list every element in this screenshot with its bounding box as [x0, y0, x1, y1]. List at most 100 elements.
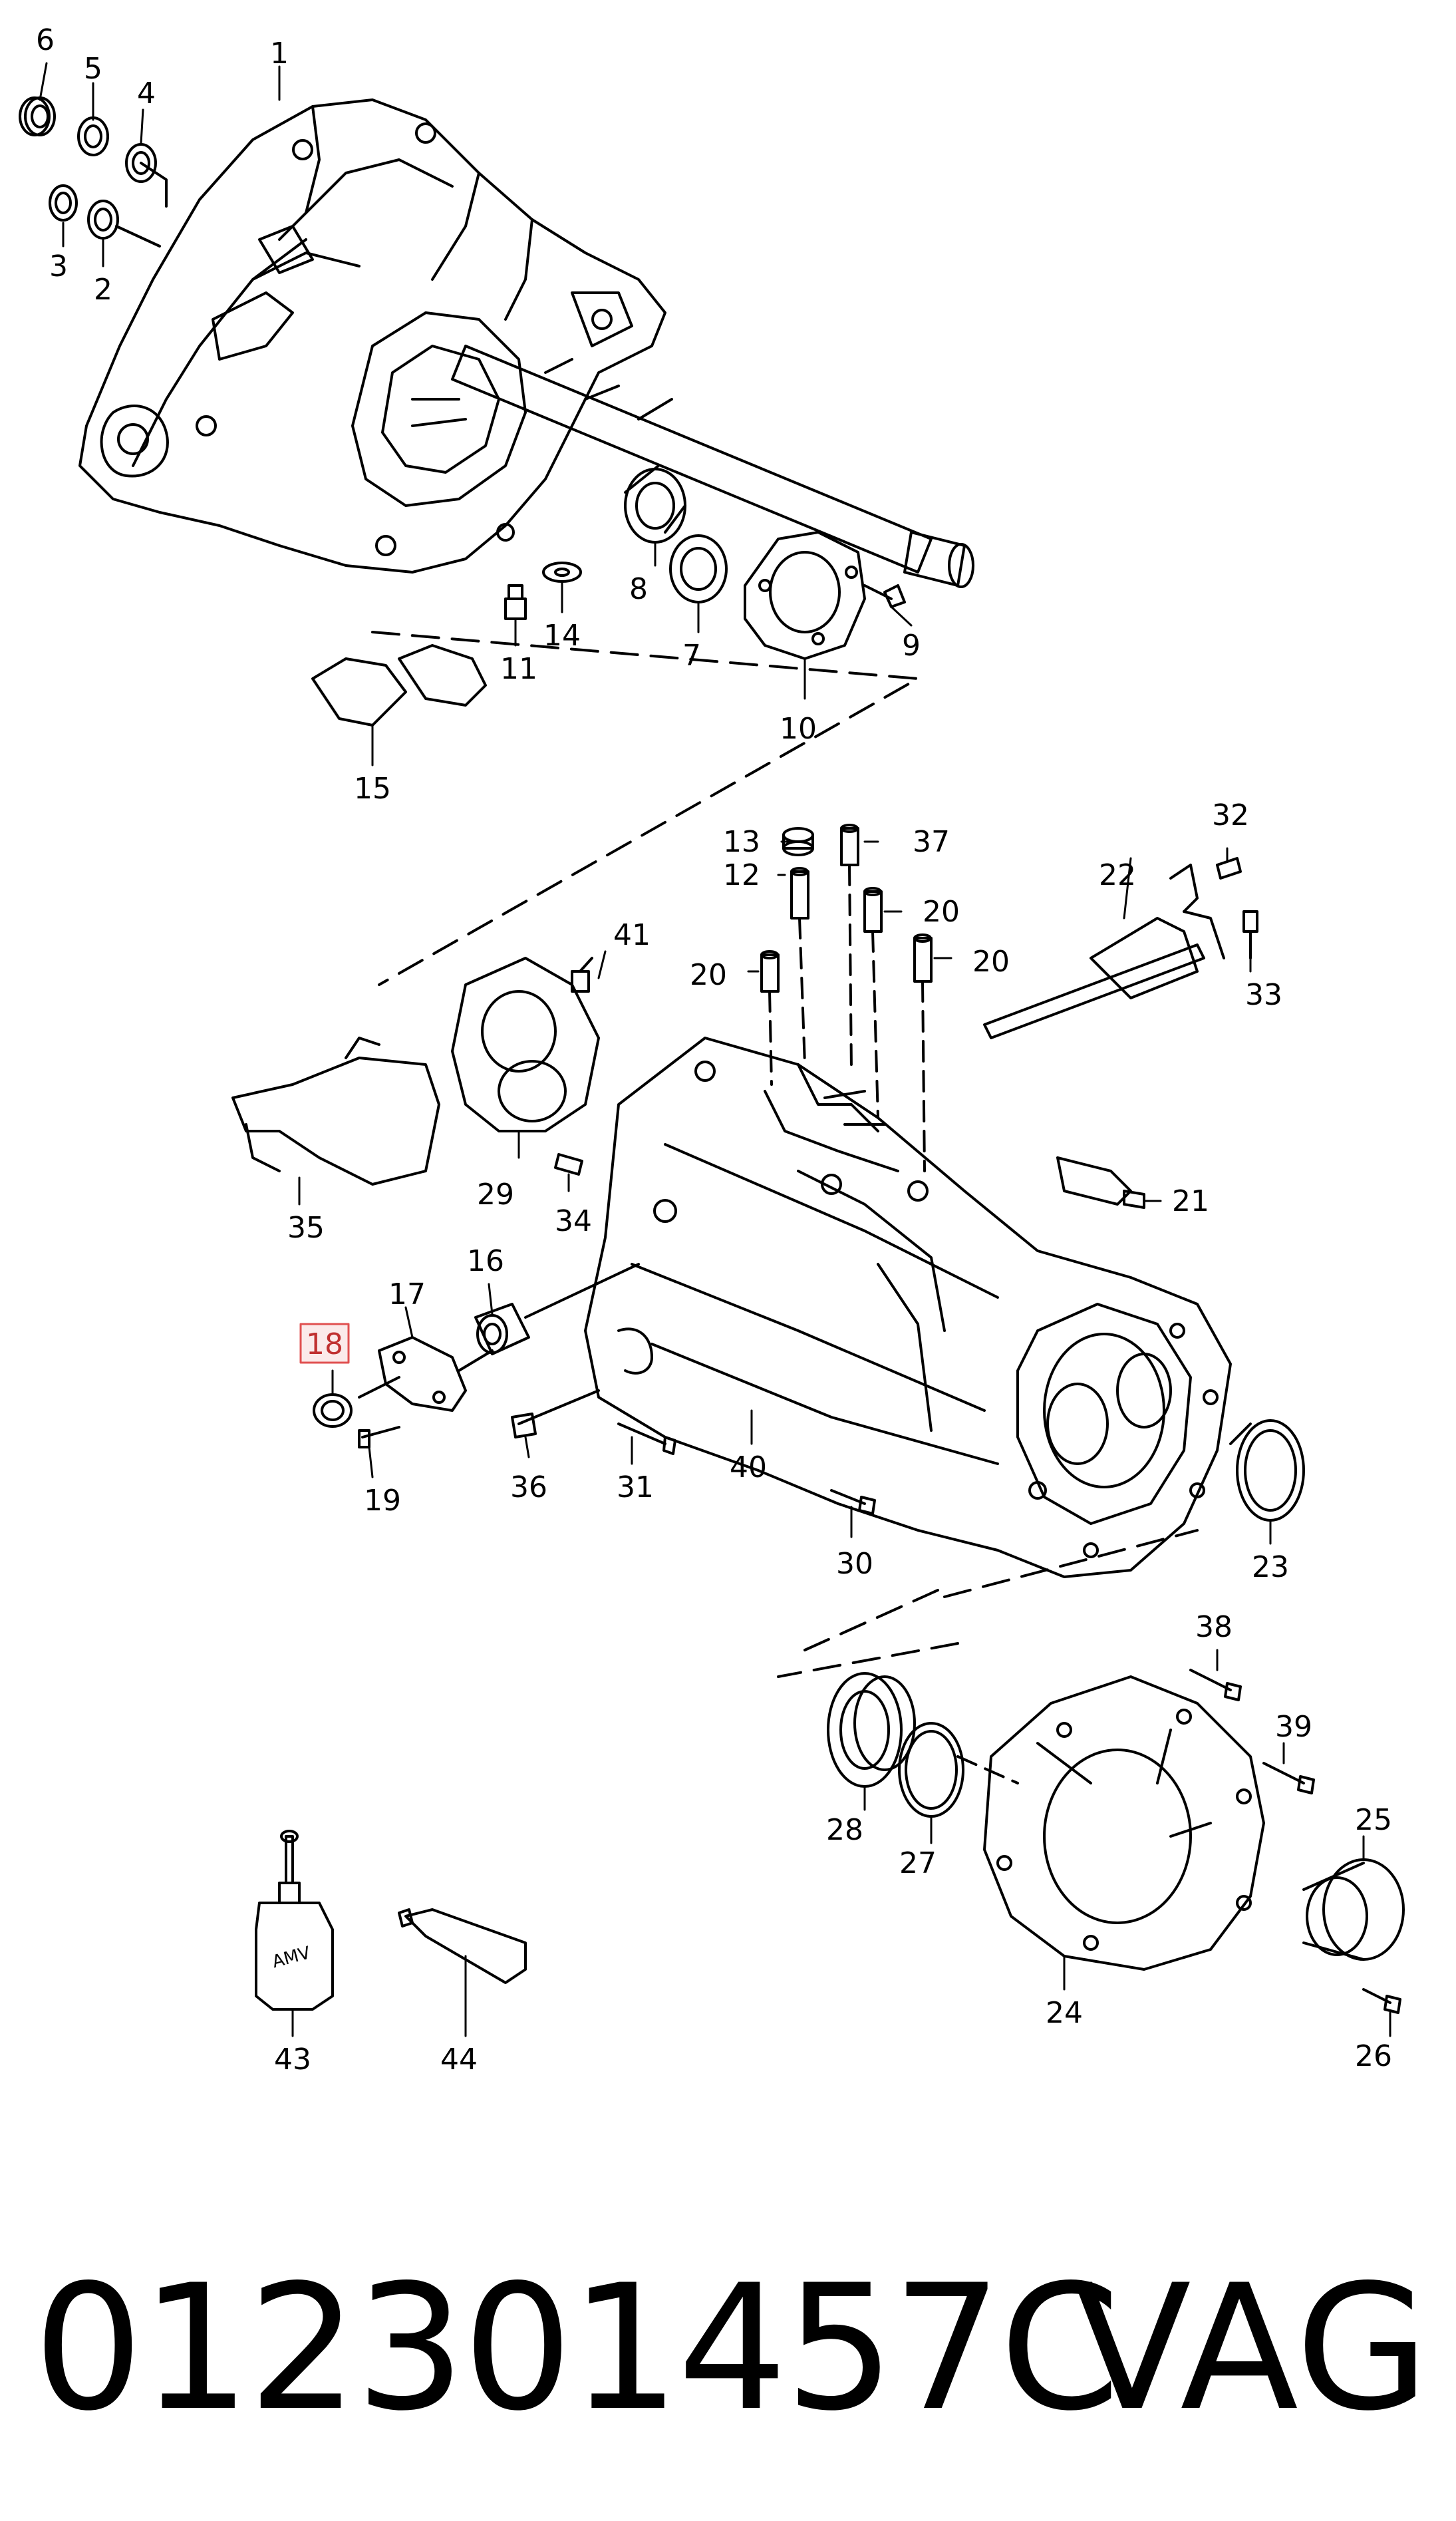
footer: 012301457C VAG	[0, 2242, 1456, 2455]
callout-27: 27	[899, 1846, 937, 1880]
callout-28: 28	[826, 1813, 863, 1847]
cap-25	[1302, 1858, 1405, 1961]
callout-20b: 20	[923, 895, 960, 929]
rear-cover-24	[983, 1675, 1265, 1971]
dashed-divider-2	[803, 1529, 1199, 1651]
callout-8: 8	[629, 572, 648, 606]
bolt-31	[617, 1423, 676, 1455]
callout-40: 40	[730, 1450, 767, 1484]
input-shaft	[451, 345, 974, 588]
leader-lines	[39, 62, 1391, 2037]
callout-25: 25	[1355, 1803, 1392, 1837]
bolt-33	[1242, 910, 1258, 959]
callout-5: 5	[84, 52, 102, 86]
seal-23	[1229, 1419, 1305, 1522]
ring-5	[77, 116, 109, 156]
ring-4	[125, 143, 168, 208]
bolt-30	[830, 1489, 876, 1515]
ring-27	[898, 1722, 1019, 1818]
callout-36: 36	[510, 1470, 547, 1504]
callout-39: 39	[1275, 1710, 1312, 1744]
callout-32: 32	[1212, 798, 1249, 832]
bearing-16	[474, 1263, 640, 1355]
callout-3: 3	[49, 250, 68, 283]
callout-11: 11	[500, 652, 537, 686]
flange-17	[358, 1336, 494, 1412]
bolt-19	[358, 1426, 400, 1448]
callout-24: 24	[1046, 1996, 1083, 2030]
bushing-2	[87, 200, 161, 248]
callout-33: 33	[1245, 978, 1282, 1012]
callout-43: 43	[274, 2043, 311, 2077]
bolt-38	[1189, 1669, 1242, 1701]
bottle-label: AMV	[270, 1943, 313, 1972]
bolt-9	[863, 584, 906, 608]
callout-4: 4	[137, 77, 156, 110]
callout-18: 18	[306, 1327, 343, 1361]
exploded-parts-diagram: AMV 1 2 3 4 5 6 7 8 9 10 11 12 13 14 15 …	[19, 23, 1405, 2077]
callout-26: 26	[1355, 2039, 1392, 2073]
cover-35	[231, 1037, 440, 1186]
callout-16: 16	[467, 1244, 504, 1278]
bottle-43	[255, 1830, 334, 2011]
bolt-41	[571, 957, 593, 993]
washer-14	[542, 562, 582, 583]
callout-14: 14	[543, 619, 581, 653]
dashed-divider-3	[777, 1642, 959, 1678]
pin-32	[1216, 857, 1242, 880]
highlight-box-18	[299, 1323, 350, 1364]
callout-23: 23	[1252, 1550, 1289, 1584]
callout-17: 17	[388, 1277, 426, 1311]
callout-20c: 20	[972, 945, 1010, 979]
bearing-7	[669, 534, 728, 603]
gasket-29	[451, 957, 600, 1132]
callout-34: 34	[555, 1204, 592, 1238]
bearing-28	[827, 1672, 916, 1788]
callout-6: 6	[36, 23, 55, 57]
bolt-26	[1362, 1988, 1401, 2014]
callout-13: 13	[723, 825, 760, 859]
plate-10	[744, 531, 866, 660]
bolt-39	[1262, 1762, 1315, 1794]
pin-37	[840, 824, 859, 1073]
callout-12: 12	[723, 858, 760, 892]
callout-10: 10	[780, 712, 817, 746]
dashed-divider-1	[371, 631, 919, 986]
pin-20c	[913, 933, 933, 1172]
callout-15: 15	[354, 772, 391, 806]
callout-41: 41	[613, 918, 651, 952]
brand-name: VAG	[1073, 2248, 1429, 2449]
shield-15	[311, 644, 487, 727]
bolt-36	[511, 1389, 600, 1438]
callout-30: 30	[836, 1547, 873, 1581]
callout-44: 44	[440, 2043, 478, 2077]
part-number: 012301457C	[33, 2248, 1120, 2449]
callout-38: 38	[1195, 1610, 1233, 1644]
callout-29: 29	[477, 1178, 514, 1212]
callout-1: 1	[270, 37, 289, 71]
ring-3	[49, 184, 78, 222]
pin-12	[790, 867, 809, 1066]
callout-9: 9	[902, 629, 921, 663]
callout-7: 7	[682, 639, 701, 673]
callout-31: 31	[617, 1470, 654, 1504]
callout-20a: 20	[690, 958, 727, 992]
seal-6	[19, 96, 56, 136]
shift-rod-22	[983, 864, 1225, 1039]
callout-21: 21	[1172, 1184, 1209, 1218]
bearing-8	[624, 464, 686, 544]
gearbox-housing	[584, 1037, 1232, 1578]
callout-2: 2	[94, 273, 112, 307]
pin-34	[554, 1153, 583, 1176]
bell-housing	[78, 98, 666, 574]
seal-18	[313, 1393, 353, 1428]
callout-37: 37	[913, 825, 950, 859]
callout-19: 19	[364, 1484, 401, 1518]
pin-20a	[760, 950, 780, 1086]
sensor-21	[1056, 1156, 1145, 1209]
pin-20b	[863, 887, 883, 1119]
tube-44	[398, 1908, 527, 1984]
callout-22: 22	[1099, 858, 1136, 892]
plug-11	[504, 584, 527, 620]
callout-35: 35	[287, 1211, 325, 1245]
